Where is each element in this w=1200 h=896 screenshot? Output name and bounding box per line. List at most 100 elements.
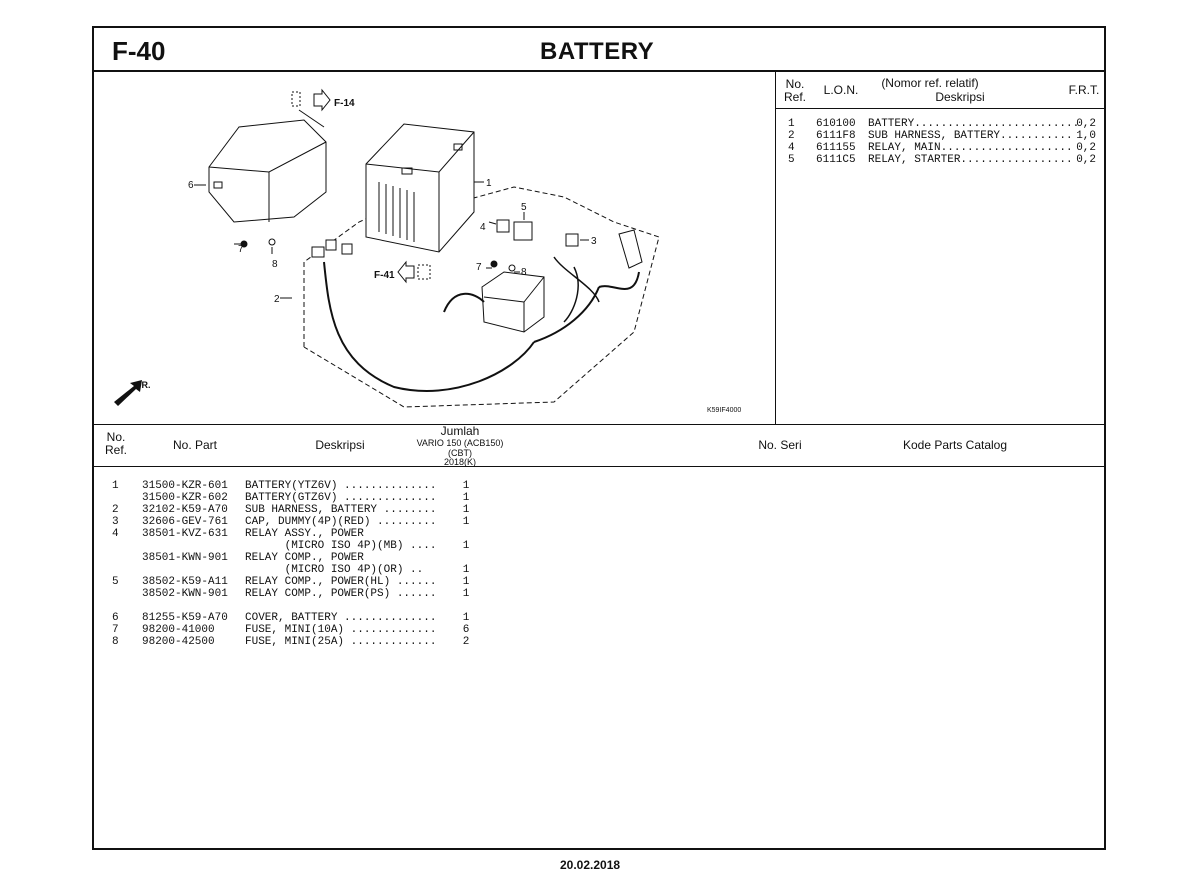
parts-top-divider xyxy=(92,424,1106,425)
lon-row-code: 6111C5 xyxy=(816,154,856,166)
parts-row-desc: (MICRO ISO 4P)(OR) .. xyxy=(245,564,424,576)
parts-row-part: 31500-KZR-602 xyxy=(142,492,228,504)
parts-row-part: 32606-GEV-761 xyxy=(142,516,228,528)
parts-row-desc: FUSE, MINI(25A) ............. xyxy=(245,636,437,648)
diagram-ref-f14: F-14 xyxy=(334,98,355,109)
parts-row-part: 31500-KZR-601 xyxy=(142,480,228,492)
parts-row-no: 5 xyxy=(112,576,119,588)
parts-row-desc: COVER, BATTERY .............. xyxy=(245,612,437,624)
parts-header-kode: Kode Parts Catalog xyxy=(902,438,1008,452)
diagram-code: K59IF4000 xyxy=(707,407,741,414)
diagram-callout-1: 1 xyxy=(486,178,492,189)
lon-row-code: 610100 xyxy=(816,118,856,130)
parts-row-desc: RELAY COMP., POWER xyxy=(245,552,364,564)
parts-row-part: 81255-K59-A70 xyxy=(142,612,228,624)
parts-row-part: 98200-41000 xyxy=(142,624,215,636)
parts-row-qty: 1 xyxy=(462,540,470,552)
parts-row-no: 1 xyxy=(112,480,119,492)
parts-row-no: 6 xyxy=(112,612,119,624)
lon-header-lon: L.O.N. xyxy=(823,83,859,97)
diagram-callout-8b: 8 xyxy=(521,267,527,278)
parts-row-qty: 2 xyxy=(462,636,470,648)
parts-row-desc: CAP, DUMMY(4P)(RED) ......... xyxy=(245,516,437,528)
parts-row-qty: 1 xyxy=(462,576,470,588)
title-divider xyxy=(92,70,1106,72)
relay-5-part xyxy=(513,221,533,241)
battery-cover-part xyxy=(208,109,327,223)
lon-header-noref: No. Ref. xyxy=(783,77,806,104)
parts-row-desc: SUB HARNESS, BATTERY ........ xyxy=(245,504,437,516)
parts-row-desc: RELAY COMP., POWER(HL) ...... xyxy=(245,576,437,588)
diagram-divider xyxy=(775,70,776,424)
parts-row-no: 8 xyxy=(112,636,119,648)
parts-header-model: VARIO 150 (ACB150) xyxy=(416,438,504,448)
parts-row-qty: 1 xyxy=(462,504,470,516)
parts-row-no: 4 xyxy=(112,528,119,540)
parts-row-desc: RELAY ASSY., POWER xyxy=(245,528,364,540)
parts-row-desc: RELAY COMP., POWER(PS) ...... xyxy=(245,588,437,600)
lon-row-no: 5 xyxy=(788,154,795,166)
page-code: F-40 xyxy=(112,36,166,66)
battery-exploded-diagram: F-14 F-41 1 2 3 4 5 6 7 8 7 8 FR. K59IF4… xyxy=(114,88,741,414)
parts-row-part: 98200-42500 xyxy=(142,636,215,648)
diagram-callout-4: 4 xyxy=(480,222,486,233)
diagram-callout-8a: 8 xyxy=(272,259,278,270)
parts-row-qty: 1 xyxy=(462,612,470,624)
diagram-callout-2: 2 xyxy=(274,294,280,305)
connector-part xyxy=(618,229,643,269)
front-arrow-icon xyxy=(114,380,142,406)
lon-row-frt: 0,2 xyxy=(1076,154,1096,166)
parts-row-part: 38501-KWN-901 xyxy=(142,552,228,564)
parts-row-part: 32102-K59-A70 xyxy=(142,504,228,516)
parts-row-part: 38501-KVZ-631 xyxy=(142,528,228,540)
lon-row-frt: 0,2 xyxy=(1076,118,1096,130)
relay-4-part xyxy=(496,219,510,233)
lon-row-desc: RELAY, MAIN.................... xyxy=(868,142,1073,154)
lon-header-desc-top: (Nomor ref. relatif) xyxy=(881,76,979,90)
parts-row-qty: 1 xyxy=(462,516,470,528)
parts-header-model-year: 2018(K) xyxy=(443,457,477,467)
lon-row-desc: SUB HARNESS, BATTERY........... xyxy=(868,130,1073,142)
diagram-callout-7a: 7 xyxy=(238,244,244,255)
lon-row-desc: RELAY, STARTER................. xyxy=(868,154,1073,166)
lon-row-code: 6111F8 xyxy=(816,130,856,142)
parts-row-desc: FUSE, MINI(10A) ............. xyxy=(245,624,437,636)
parts-row-qty: 6 xyxy=(462,624,470,636)
lon-row-frt: 1,0 xyxy=(1076,130,1096,142)
lon-header-frt: F.R.T. xyxy=(1068,83,1100,97)
parts-header-noref: No. Ref. xyxy=(104,430,127,457)
harness-boundary xyxy=(303,181,660,408)
parts-header-desc: Deskripsi xyxy=(315,438,365,452)
parts-row-desc: BATTERY(GTZ6V) .............. xyxy=(245,492,437,504)
parts-row-desc: (MICRO ISO 4P)(MB) .... xyxy=(245,540,437,552)
lon-row-no: 2 xyxy=(788,130,795,142)
parts-header-noseri: No. Seri xyxy=(758,438,802,452)
parts-header-divider xyxy=(92,466,1106,467)
lon-row-frt: 0,2 xyxy=(1076,142,1096,154)
lon-row-code: 611155 xyxy=(816,142,856,154)
parts-row-no: 3 xyxy=(112,516,119,528)
diagram-callout-7b: 7 xyxy=(476,262,482,273)
parts-row-qty: 1 xyxy=(462,588,470,600)
battery-part xyxy=(365,123,475,253)
lon-header-desc: Deskripsi xyxy=(935,90,985,104)
parts-header-model-cbt: (CBT) xyxy=(448,448,472,458)
parts-row-no: 7 xyxy=(112,624,119,636)
parts-row-qty: 1 xyxy=(462,564,470,576)
parts-row-part: 38502-KWN-901 xyxy=(142,588,228,600)
diagram-callout-6: 6 xyxy=(188,180,194,191)
parts-row-qty: 1 xyxy=(462,480,470,492)
parts-header-jumlah: Jumlah xyxy=(440,424,480,438)
lon-header-divider xyxy=(776,108,1106,109)
parts-header-nopart: No. Part xyxy=(172,438,217,452)
page-frame xyxy=(92,26,1106,850)
page-date: 20.02.2018 xyxy=(560,858,621,872)
lon-row-no: 4 xyxy=(788,142,795,154)
diagram-callout-3: 3 xyxy=(591,236,597,247)
cap-3-part xyxy=(565,233,579,247)
lon-row-desc: BATTERY......................... xyxy=(868,118,1080,130)
parts-row-no: 2 xyxy=(112,504,119,516)
lon-row-no: 1 xyxy=(788,118,795,130)
parts-row-qty: 1 xyxy=(462,492,470,504)
parts-row-part: 38502-K59-A11 xyxy=(142,576,228,588)
